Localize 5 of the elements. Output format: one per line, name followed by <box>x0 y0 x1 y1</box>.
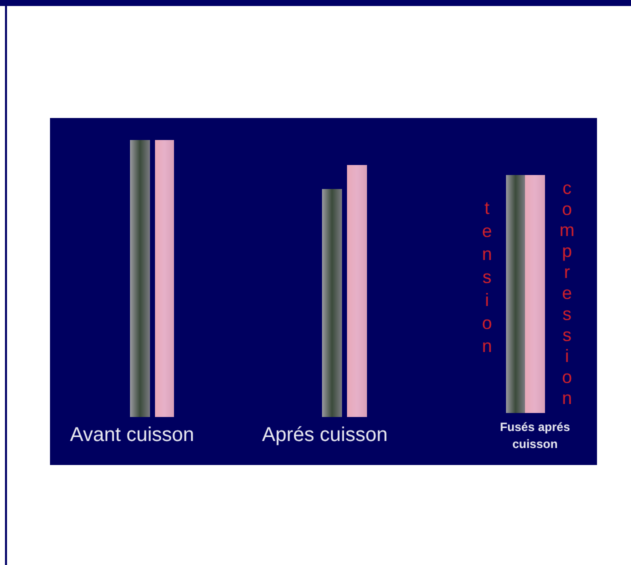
stress-label: tension <box>478 198 496 359</box>
caption-label: Fusés aprés cuisson <box>498 419 572 453</box>
caption-label: Avant cuisson <box>70 424 194 447</box>
stress-label: compression <box>558 178 576 409</box>
caption-label: Aprés cuisson <box>262 424 388 447</box>
